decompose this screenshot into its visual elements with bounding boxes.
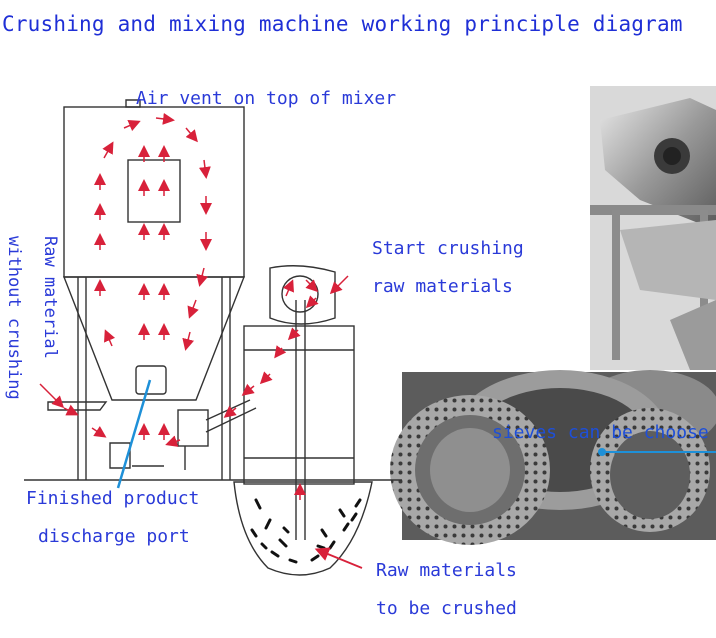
label-pointers xyxy=(39,275,716,569)
diagram-title: Crushing and mixing machine working prin… xyxy=(2,12,683,36)
flow-arrows xyxy=(63,112,319,500)
label-raw-without-line1: Raw material xyxy=(40,236,60,359)
label-finished-line2: discharge port xyxy=(38,526,190,547)
label-air-vent: Air vent on top of mixer xyxy=(136,88,397,109)
label-start-crushing-line2: raw materials xyxy=(372,276,513,297)
label-start-crushing-line1: Start crushing xyxy=(372,238,524,259)
photo-machine-top xyxy=(590,86,716,370)
label-finished-line1: Finished product xyxy=(26,488,200,509)
photo-sieves xyxy=(390,370,716,545)
label-raw-without-line2: without crushing xyxy=(4,236,24,400)
label-raw-to-crush-line1: Raw materials xyxy=(376,560,517,581)
label-sieves: sieves can be choose xyxy=(492,422,709,443)
label-raw-to-crush-line2: to be crushed xyxy=(376,598,517,619)
mixer-tank xyxy=(47,99,246,480)
